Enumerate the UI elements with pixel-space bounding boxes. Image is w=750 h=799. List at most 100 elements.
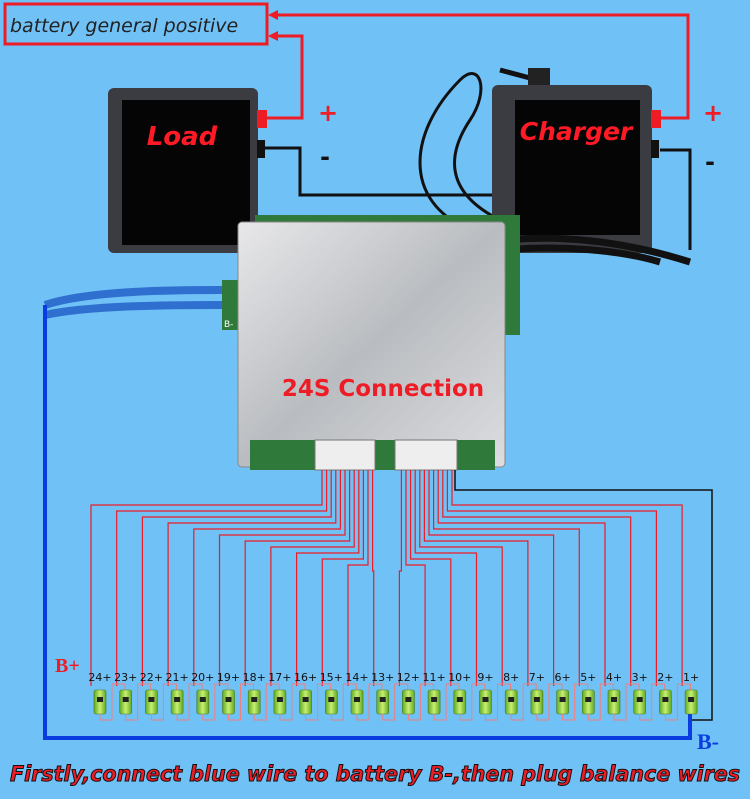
cell-label: 22+: [140, 671, 163, 684]
cell-terminal: [379, 697, 386, 702]
cell-label: 12+: [397, 671, 420, 684]
cell-link: [279, 683, 306, 721]
balance-wire: [167, 470, 337, 686]
cell-label: 10+: [448, 671, 471, 684]
cell-terminal: [585, 697, 592, 702]
cell-label: 9+: [477, 671, 493, 684]
charger-label: Charger: [520, 117, 634, 146]
balance-wire: [296, 470, 360, 686]
balance-wire: [414, 470, 478, 686]
cell-label: 6+: [554, 671, 570, 684]
cell-terminal: [199, 697, 206, 702]
balance-wire: [423, 470, 529, 686]
bms-label: 24S Connection: [282, 376, 484, 402]
cell-link: [562, 683, 589, 721]
cell-label: 7+: [529, 671, 545, 684]
battery-general-positive-label: battery general positive: [10, 15, 238, 37]
arrow-icon: [268, 31, 278, 41]
arrow-icon: [268, 10, 278, 20]
b-minus-sense-wire: [454, 470, 713, 721]
cell-terminal: [533, 697, 540, 702]
charger-plus-label: +: [703, 99, 723, 127]
cell-terminal: [276, 697, 283, 702]
cell-link: [202, 683, 229, 721]
cell-link: [253, 683, 280, 721]
balance-wire: [193, 470, 341, 686]
balance-wire: [451, 470, 683, 686]
balance-wire: [428, 470, 555, 686]
instruction-text: Firstly,connect blue wire to battery B-,…: [10, 762, 740, 786]
balance-wire: [419, 470, 503, 686]
cell-link: [639, 683, 666, 721]
cell-label: 24+: [88, 671, 111, 684]
balance-wire: [437, 470, 606, 686]
balance-wire: [141, 470, 332, 686]
cell-label: 5+: [580, 671, 596, 684]
balance-wire: [347, 470, 369, 686]
cell-terminal: [431, 697, 438, 702]
cell-link: [228, 683, 254, 721]
cell-link: [176, 683, 203, 721]
cell-link: [613, 683, 640, 721]
balance-wire: [433, 470, 580, 686]
cell-link: [536, 683, 563, 721]
cell-terminal: [611, 697, 617, 702]
cell-link: [125, 683, 152, 721]
cell-label: 16+: [294, 671, 317, 684]
cell-label: 15+: [320, 671, 343, 684]
cell-link: [330, 683, 357, 721]
cell-label: 8+: [503, 671, 519, 684]
battery-cells: 24+23+22+21+20+19+18+17+16+15+14+13+12+1…: [88, 671, 699, 721]
load-device: Load: [108, 88, 267, 253]
balance-wire: [244, 470, 351, 686]
load-minus-label: -: [320, 143, 330, 171]
cell-terminal: [456, 697, 463, 702]
cell-terminal: [636, 697, 643, 702]
cell-link: [150, 683, 177, 721]
cell-terminal: [251, 697, 258, 702]
balance-wire: [372, 470, 375, 686]
cell-terminal: [559, 697, 566, 702]
cell-label: 3+: [632, 671, 648, 684]
battery-general-positive-box: [3, 2, 269, 46]
cell-link: [305, 683, 332, 721]
balance-wire: [321, 470, 364, 686]
cell-terminal: [174, 697, 181, 702]
balance-wire: [446, 470, 658, 686]
balance-wires: [90, 470, 683, 686]
cell-terminal: [688, 697, 695, 702]
balance-wire: [398, 470, 402, 686]
cell-label: 1+: [683, 671, 699, 684]
balance-wire: [218, 470, 346, 686]
b-minus-label: B-: [697, 729, 719, 754]
load-plus-label: +: [318, 99, 338, 127]
b-minus-wire: [43, 305, 692, 740]
cell-label: 4+: [606, 671, 622, 684]
positive-wires: [265, 13, 690, 120]
cell-terminal: [354, 697, 360, 702]
cell-terminal: [508, 697, 515, 702]
balance-wire: [442, 470, 632, 686]
cell-label: 2+: [657, 671, 673, 684]
cell-label: 21+: [165, 671, 188, 684]
balance-wire: [90, 470, 323, 686]
cell-terminal: [482, 697, 489, 702]
charger-minus-label: -: [705, 148, 715, 176]
cell-terminal: [122, 697, 129, 702]
charger-device: Charger: [418, 67, 661, 253]
balance-wire: [410, 470, 452, 686]
cell-label: 23+: [114, 671, 137, 684]
cell-terminal: [225, 697, 232, 702]
cell-label: 13+: [371, 671, 394, 684]
cell-link: [99, 683, 126, 721]
cell-terminal: [148, 697, 155, 702]
cell-terminal: [405, 697, 412, 702]
cell-link: [664, 683, 691, 721]
cell-terminal: [328, 697, 335, 702]
cell-label: 11+: [422, 671, 445, 684]
cell-link: [407, 683, 434, 721]
bms-board: 24S Connection B-: [43, 215, 692, 471]
cell-link: [433, 683, 460, 721]
cell-terminal: [662, 697, 669, 702]
